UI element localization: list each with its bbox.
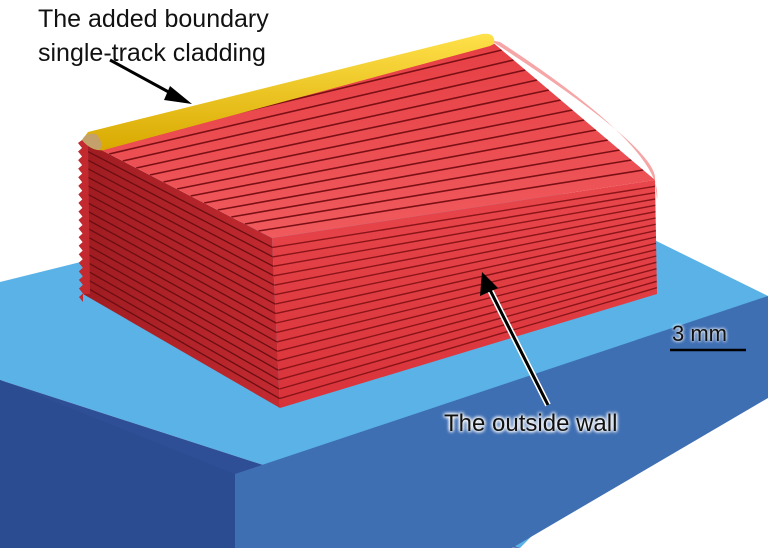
- side-layer-line: [82, 147, 273, 249]
- boundary-arrow-shaft: [109, 58, 177, 98]
- outside-wall-label: The outside wall: [444, 410, 618, 437]
- front-layer-line: [275, 229, 657, 315]
- side-layer-line: [82, 156, 274, 258]
- front-layer-line: [277, 261, 657, 362]
- side-layer-line: [82, 190, 275, 296]
- boundary-track-label-line2: single-track cladding: [38, 39, 266, 67]
- front-layer-line: [273, 198, 656, 268]
- side-layer-line: [82, 233, 278, 343]
- side-layer-line: [82, 267, 279, 381]
- top-track-line: [231, 149, 620, 218]
- front-layer-line: [274, 217, 656, 296]
- top-track-line: [176, 109, 573, 190]
- side-layer-line: [82, 242, 278, 352]
- cladding-side-layer-lines: [82, 147, 280, 400]
- cladding-side-face: [82, 140, 280, 408]
- boundary-track-end: [82, 133, 102, 150]
- boundary-track: [82, 33, 495, 151]
- front-layer-line: [272, 185, 656, 249]
- side-layer-line: [82, 250, 279, 362]
- wall-arrow-shaft: [488, 289, 550, 406]
- cladding-top-layer-lines: [95, 49, 644, 232]
- top-track-line: [244, 159, 632, 225]
- side-layer-line: [82, 284, 280, 400]
- side-layer-line: [82, 224, 277, 334]
- front-layer-line: [272, 191, 656, 258]
- top-track-line: [163, 99, 561, 183]
- side-layer-line: [82, 259, 279, 371]
- substrate-front-face: [235, 296, 768, 548]
- side-layer-line: [82, 199, 276, 305]
- front-layer-line: [278, 267, 657, 371]
- top-track-line: [149, 89, 550, 176]
- cladding-front-layer-lines: [272, 185, 657, 400]
- side-layer-line: [82, 182, 275, 286]
- top-track-line: [203, 129, 597, 204]
- front-layer-line: [274, 210, 656, 286]
- side-layer-line: [82, 165, 274, 267]
- front-layer-line: [276, 242, 657, 334]
- front-layer-line: [275, 236, 657, 324]
- side-layer-line: [82, 216, 277, 324]
- top-track-line: [217, 139, 608, 211]
- substrate-left-edge: [0, 380, 235, 548]
- front-layer-line: [278, 280, 657, 390]
- top-track-line: [136, 79, 538, 169]
- front-layer-line: [279, 286, 657, 400]
- front-layer-line: [273, 204, 656, 277]
- boundary-arrow-head: [164, 86, 192, 104]
- boundary-track-label-line1: The added boundary: [38, 5, 269, 33]
- front-layer-line: [277, 255, 657, 353]
- side-layer-line: [82, 207, 276, 315]
- top-track-line: [108, 59, 514, 155]
- top-track-line: [122, 69, 526, 162]
- top-track-line: [258, 169, 644, 232]
- front-layer-line: [274, 223, 656, 305]
- side-layer-line: [82, 276, 280, 390]
- front-layer-line: [276, 248, 657, 343]
- wall-arrow-head: [480, 272, 498, 296]
- front-layer-line: [278, 274, 657, 381]
- top-track-line: [190, 119, 585, 197]
- side-layer-line: [82, 173, 275, 277]
- scale-bar-label: 3 mm: [672, 321, 727, 346]
- cladding-jagged-edge: [78, 140, 90, 302]
